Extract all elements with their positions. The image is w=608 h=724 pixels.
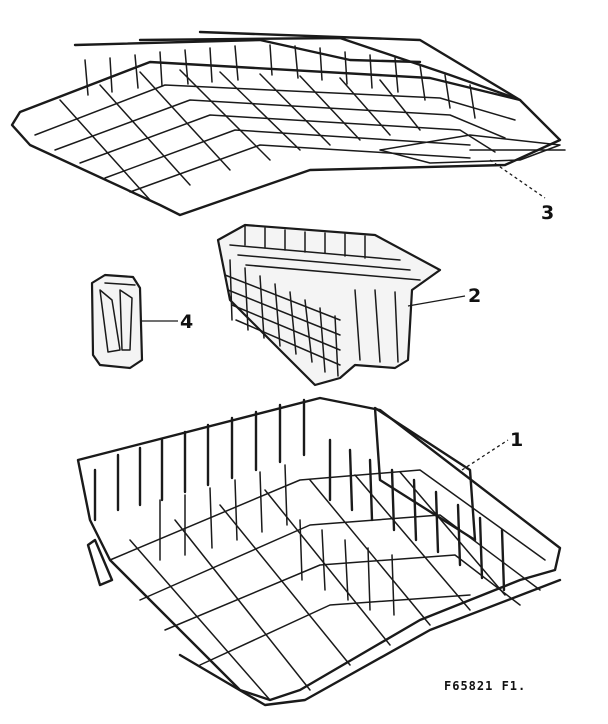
- upper-rack-part-3[interactable]: [10, 30, 566, 217]
- callout-label-4: 4: [180, 311, 193, 333]
- holder-part-4[interactable]: [90, 273, 144, 370]
- callout-3: 3: [489, 159, 554, 224]
- callout-label-1: 1: [510, 429, 523, 451]
- callout-2: 2: [407, 285, 481, 307]
- callout-label-3: 3: [541, 202, 554, 224]
- silverware-basket-part-2[interactable]: [216, 223, 442, 387]
- callout-label-2: 2: [468, 285, 481, 307]
- lower-rack-part-1[interactable]: [76, 396, 562, 707]
- figure-code: F65821 F1.: [444, 679, 526, 693]
- callout-1: 1: [461, 429, 523, 471]
- callout-4: 4: [142, 311, 193, 333]
